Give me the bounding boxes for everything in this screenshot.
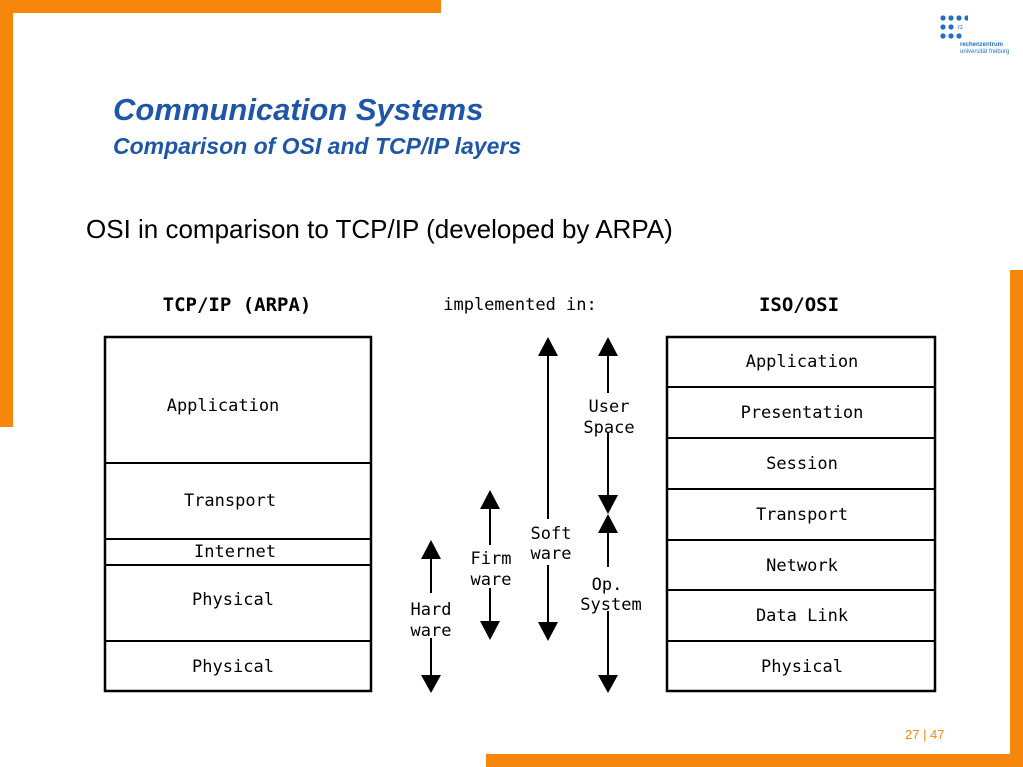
arrow-up-icon [421,540,441,559]
os-arrow: Op. System [580,514,642,693]
accent-bar-right [1010,270,1023,767]
osi-header: ISO/OSI [759,294,839,316]
dots-logo-icon: rz [940,15,968,39]
slide-subtitle: Comparison of OSI and TCP/IP layers [113,133,522,159]
tcpip-layer-internet: Internet [194,542,276,562]
osi-layer-application: Application [746,352,859,372]
arrow-down-icon [480,621,500,640]
tcpip-layer-physical-lower: Physical [192,657,274,677]
intro-text: OSI in comparison to TCP/IP (developed b… [86,214,673,244]
user-space-arrow: User Space [583,337,635,514]
logo-text: rechenzentrum universität freiburg [960,42,1009,56]
arrow-down-icon [598,675,618,693]
hardware-label-1: Hard [411,600,452,620]
osi-layer-physical: Physical [761,657,843,677]
osi-stack-frame [665,335,937,693]
user-space-label-2: Space [583,418,634,438]
hardware-label-2: ware [411,621,452,641]
slide-title: Communication Systems [113,92,484,127]
logo-mark: rz [958,25,963,31]
firmware-label-2: ware [471,570,512,590]
tcpip-layer-physical-upper: Physical [192,590,274,610]
arrow-up-icon [598,514,618,533]
osi-layer-presentation: Presentation [741,403,864,423]
firmware-label-1: Firm [471,549,512,569]
tcpip-stack: Application Transport Internet Physical … [103,335,373,693]
accent-bar-left [0,0,13,427]
accent-bar-bottom [486,754,1023,767]
osi-layer-network: Network [766,556,838,576]
software-arrow: Soft ware [531,337,572,641]
accent-bar-top [0,0,441,13]
tcpip-layer-application: Application [167,396,280,416]
osi-layer-data-link: Data Link [756,606,848,626]
arrow-up-icon [598,337,618,356]
logo-line-1: rechenzentrum [960,42,1004,48]
arrow-down-icon [598,495,618,514]
arrow-down-icon [421,675,441,693]
software-label-1: Soft [531,524,572,544]
firmware-arrow: Firm ware [471,490,512,640]
arrow-down-icon [538,622,558,641]
os-label-1: Op. [592,575,623,595]
implemented-header: implemented in: [443,295,597,315]
osi-stack: Application Presentation Session Transpo… [665,335,937,693]
tcpip-stack-frame [103,335,373,693]
university-logo: rz rechenzentrum universität freiburg [938,14,1013,60]
osi-layer-session: Session [766,454,838,474]
osi-layer-transport: Transport [756,505,848,525]
arrow-up-icon [538,337,558,356]
hardware-arrow: Hard ware [411,540,452,693]
tcpip-layer-transport: Transport [184,491,276,511]
os-label-2: System [580,595,641,615]
arrow-up-icon [480,490,500,509]
user-space-label-1: User [589,397,630,417]
tcpip-header: TCP/IP (ARPA) [163,294,312,316]
logo-line-2: universität freiburg [960,49,1010,55]
software-label-2: ware [531,544,572,564]
layer-comparison-diagram: .box { fill: #fff; stroke: #000; stroke-… [103,294,937,693]
page-number: 27 | 47 [905,727,945,742]
